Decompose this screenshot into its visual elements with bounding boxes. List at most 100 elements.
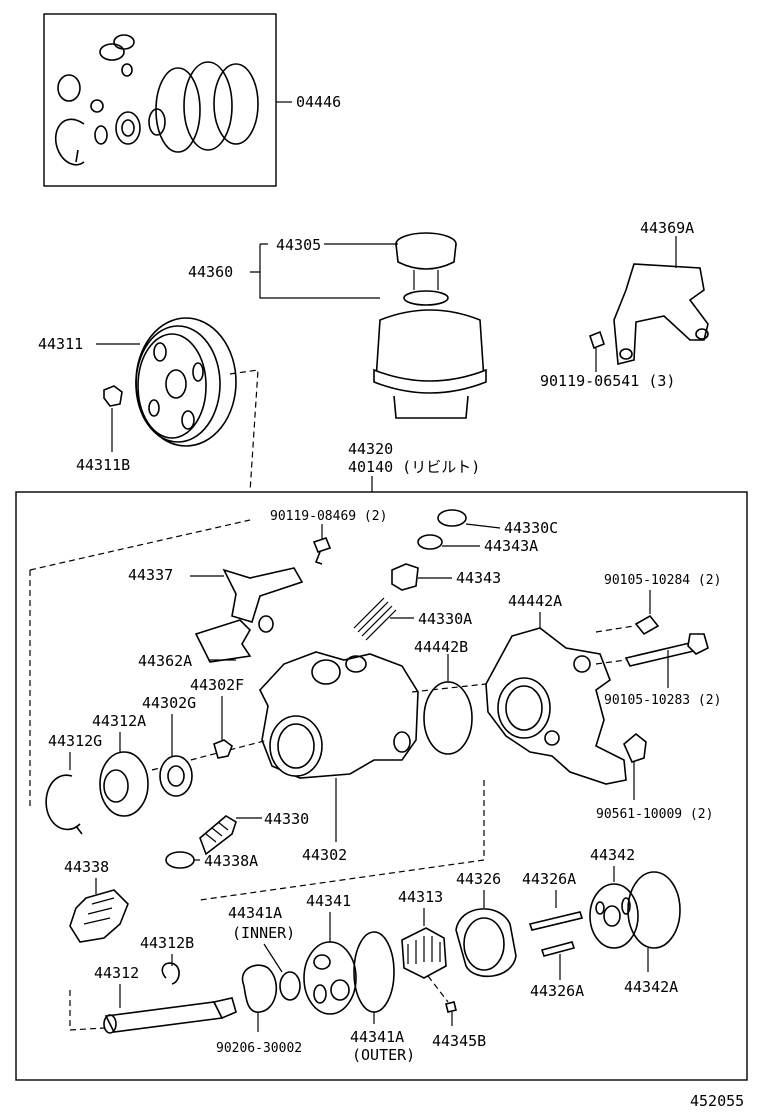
label-44345B: 44345B	[432, 1032, 486, 1050]
label-44313: 44313	[398, 888, 443, 906]
label-90119-08469: 90119-08469 (2)	[270, 509, 387, 524]
bracket-body	[613, 263, 709, 366]
kit-label: 04446	[296, 93, 341, 111]
label-44302: 44302	[302, 846, 347, 864]
valve-44330	[199, 815, 237, 856]
label-inner: (INNER)	[232, 924, 295, 942]
label-44311B: 44311B	[76, 456, 130, 474]
reservoir-gasket	[403, 290, 449, 306]
dash-top-left	[29, 519, 251, 571]
label-44341: 44341	[306, 892, 351, 910]
label-44338: 44338	[64, 858, 109, 876]
label-44362A: 44362A	[138, 652, 192, 670]
reservoir-base	[393, 395, 469, 419]
pulley-nut	[103, 385, 123, 407]
label-44343: 44343	[456, 569, 501, 587]
pump-body-group: 44302 44442B	[259, 638, 473, 864]
plate-44342	[589, 883, 639, 949]
label-44302F: 44302F	[190, 676, 244, 694]
label-44330A: 44330A	[418, 610, 472, 628]
pulley-hole-1	[153, 342, 167, 362]
label-44311: 44311	[38, 335, 83, 353]
reservoir-cap-body	[395, 243, 457, 270]
pump-body-bore-inner	[277, 723, 315, 769]
kit-oring-left	[57, 74, 81, 102]
plate-44362A	[194, 619, 252, 663]
plate-44341-hole-3	[313, 984, 327, 1004]
cam-ring-44326-inner	[463, 917, 505, 971]
plate-44342-hub	[603, 905, 621, 927]
label-44360: 44360	[188, 263, 233, 281]
label-44369A: 44369A	[640, 219, 694, 237]
diagram-id: 452055	[690, 1092, 744, 1110]
kit-bearing-seal	[115, 111, 141, 145]
kit-gasket-1	[155, 67, 201, 153]
gasket-44342A	[627, 871, 681, 949]
kit-bearing-seal-inner	[121, 119, 135, 137]
rear-housing-hole-2	[544, 730, 560, 746]
label-44337: 44337	[128, 566, 173, 584]
label-44312A: 44312A	[92, 712, 146, 730]
reservoir-rim	[373, 368, 487, 394]
bolt-90105-10283	[624, 641, 700, 667]
bracket-group: 44369A 90119-06541 (3)	[540, 219, 709, 390]
pin-44326A-top	[528, 911, 584, 931]
label-44312G: 44312G	[48, 732, 102, 750]
gasket-44442B	[423, 681, 473, 755]
label-90119-06541: 90119-06541 (3)	[540, 372, 675, 390]
label-44312: 44312	[94, 964, 139, 982]
label-44330: 44330	[264, 810, 309, 828]
label-44305: 44305	[276, 236, 321, 254]
cam-ring-44326	[455, 908, 517, 978]
label-44343A: 44343A	[484, 537, 538, 555]
reservoir-cap-stem	[413, 270, 439, 290]
kit-small-ring	[99, 43, 125, 61]
oring-44341A-inner	[279, 971, 301, 1001]
label-90105-10284: 90105-10284 (2)	[604, 573, 721, 588]
label-44338A: 44338A	[204, 852, 258, 870]
gasket-44341A-outer	[353, 931, 395, 1013]
reservoir-group: 44305 44360	[188, 232, 487, 419]
spring-44330A	[353, 597, 397, 641]
left-parts-group: 44302F 44302G 44312A 44312G 44330 44338A	[29, 519, 487, 870]
dash-bolt-long	[595, 659, 627, 665]
plug-44343	[391, 563, 419, 591]
label-90206-30002: 90206-30002	[216, 1041, 302, 1056]
label-44442A: 44442A	[508, 592, 562, 610]
pulley-hole-3	[192, 362, 204, 382]
label-90105-10283: 90105-10283 (2)	[604, 693, 721, 708]
bolt-90105-10283-head	[687, 633, 709, 655]
bolt-90119-08469	[312, 537, 332, 565]
leader-44330C	[465, 523, 501, 529]
plate-44342-hole-2	[621, 897, 631, 915]
bearing-44312A	[99, 751, 149, 817]
plate-44341-hole-1	[313, 954, 331, 970]
label-outer: (OUTER)	[352, 1046, 415, 1064]
vane-44345B	[445, 1001, 457, 1013]
kit-snap-ring-top	[113, 34, 135, 50]
plate-pin	[258, 615, 274, 633]
label-44326A-bottom: 44326A	[530, 982, 584, 1000]
top-parts-group: 90119-08469 (2) 44330C 44343A 44343 4433…	[128, 509, 721, 670]
label-44342A: 44342A	[624, 978, 678, 996]
label-44341A-outer: 44341A	[350, 1028, 404, 1046]
bolt-90105-10284	[634, 614, 660, 636]
kit-seal-washer	[148, 108, 166, 136]
rear-housing-hole-1	[573, 655, 591, 673]
pulley-hub	[165, 369, 187, 399]
pulley-hole-2	[181, 410, 195, 430]
kit-tiny-oring	[121, 63, 133, 77]
seal-44302G-inner	[167, 765, 185, 787]
dash-bolt-short	[595, 625, 635, 633]
dash-body-housing	[411, 683, 487, 693]
rear-housing-bore-inner	[505, 685, 543, 731]
seal-kit-frame	[43, 13, 277, 187]
valve-44330-grooves	[205, 821, 229, 843]
pulley-group: 44311 44311B	[38, 317, 259, 493]
reservoir-leaders	[250, 243, 398, 299]
oring-44343A	[417, 534, 443, 550]
dash-rotor-vane	[427, 975, 449, 1003]
bracket-bolt	[589, 330, 605, 350]
seal-90206-30002	[241, 964, 278, 1013]
